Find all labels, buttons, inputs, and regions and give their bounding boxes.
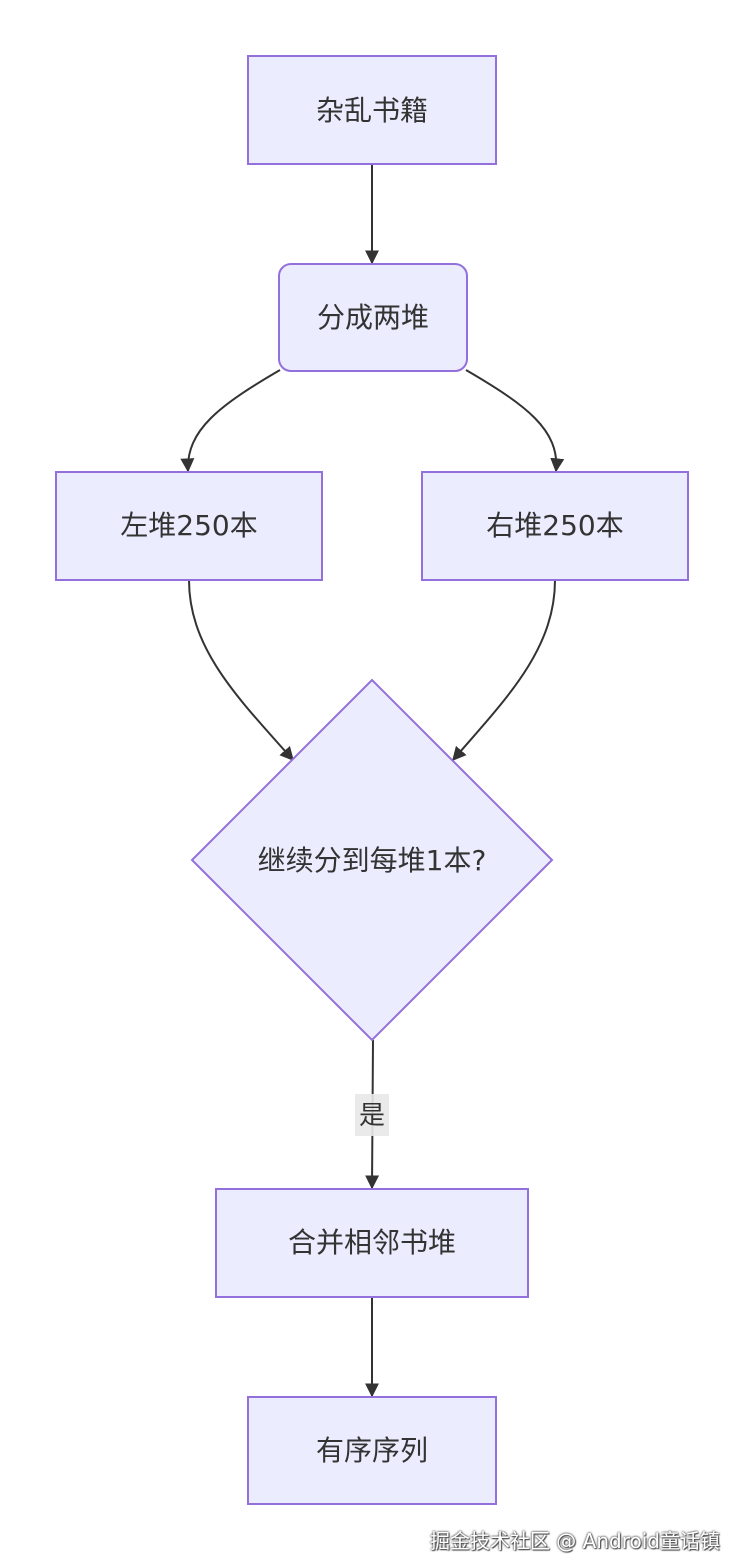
edge-left-to-decision	[188, 579, 294, 762]
node-result: 有序序列	[247, 1396, 497, 1505]
edge-split-to-right	[465, 369, 565, 473]
node-start-label: 杂乱书籍	[316, 94, 428, 127]
node-decision-label: 继续分到每堆1本?	[258, 844, 487, 877]
node-split: 分成两堆	[278, 263, 468, 372]
node-split-label: 分成两堆	[317, 301, 429, 334]
edge-right-to-decision	[452, 579, 556, 762]
node-decision: 继续分到每堆1本?	[190, 678, 554, 1042]
node-start: 杂乱书籍	[247, 55, 497, 165]
node-merge: 合并相邻书堆	[215, 1188, 529, 1298]
node-left: 左堆250本	[55, 471, 323, 581]
node-result-label: 有序序列	[316, 1434, 428, 1467]
edge-label-yes-text: 是	[359, 1101, 385, 1131]
edge-split-to-left	[180, 369, 281, 473]
edge-label-yes: 是	[355, 1094, 389, 1136]
node-left-label: 左堆250本	[120, 509, 257, 542]
node-right-label: 右堆250本	[486, 509, 623, 542]
node-merge-label: 合并相邻书堆	[288, 1226, 456, 1259]
watermark: 掘金技术社区 @ Android童话镇	[429, 1529, 720, 1553]
node-right: 右堆250本	[421, 471, 689, 581]
